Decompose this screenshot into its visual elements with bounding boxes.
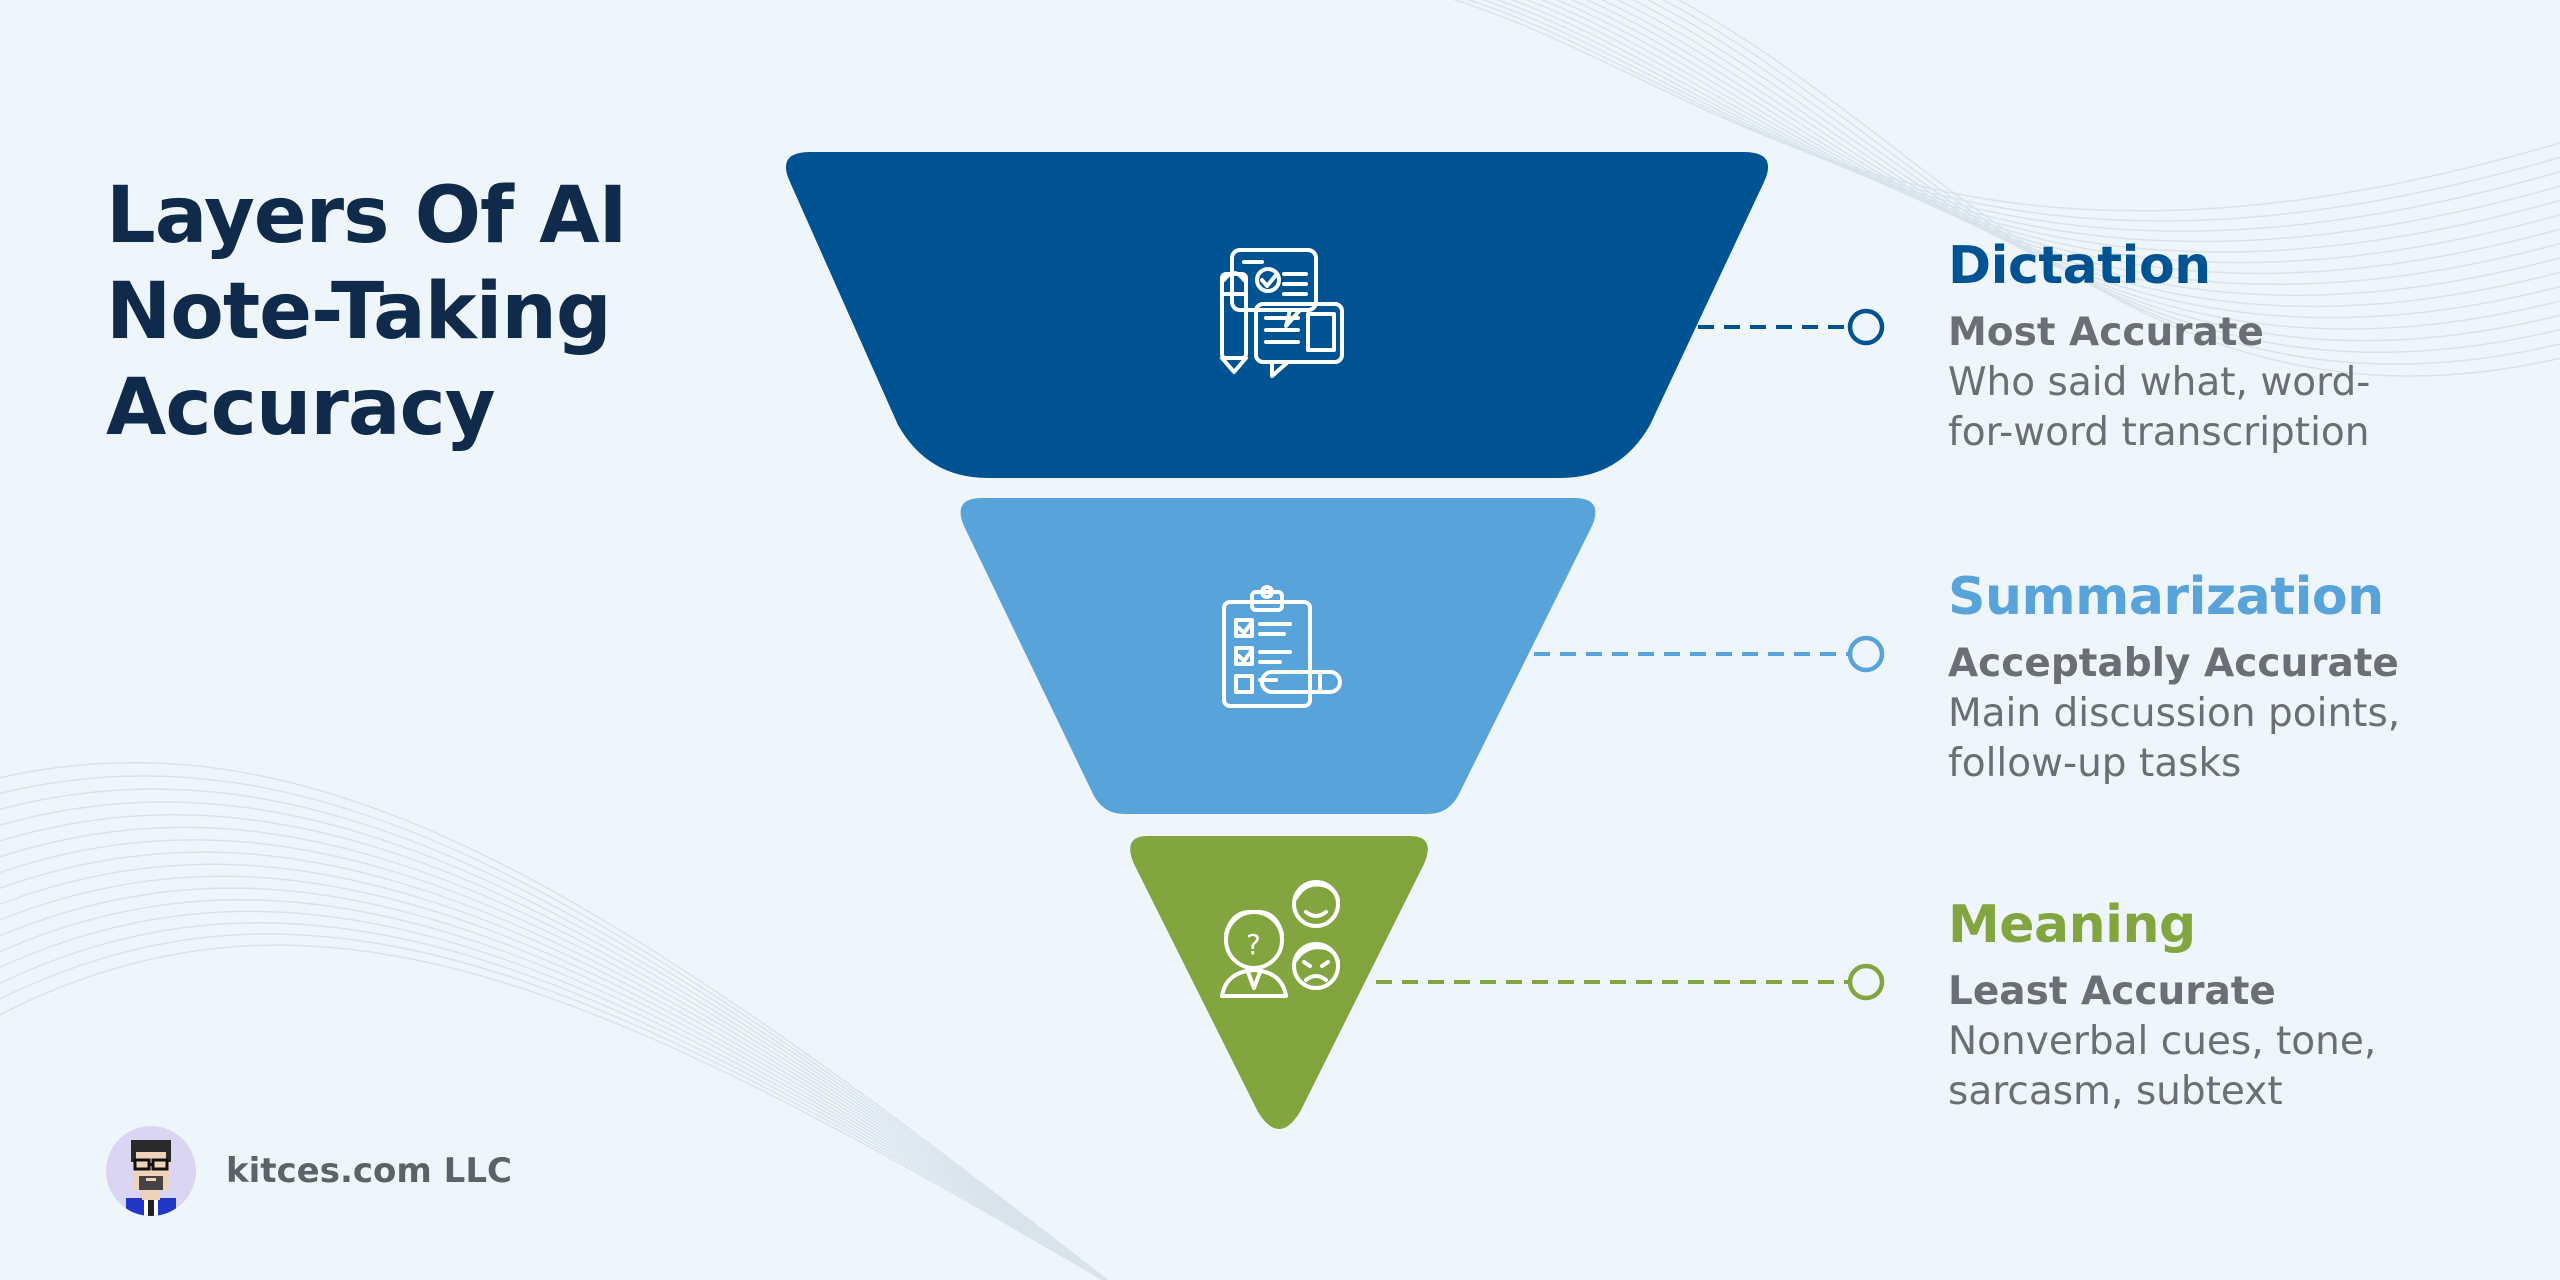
layer-label-summarization: Summarization Acceptably Accurate Main d…	[1948, 565, 2548, 789]
checklist-clipboard-icon	[1222, 585, 1342, 708]
page-title: Layers Of AI Note-Taking Accuracy	[106, 168, 628, 456]
layer-description: Main discussion points, follow-up tasks	[1948, 689, 2548, 789]
wave-line	[0, 839, 1108, 1280]
layer-name: Meaning	[1948, 895, 2196, 955]
layer-label-dictation: Dictation Most Accurate Who said what, w…	[1948, 234, 2548, 458]
layer-name: Summarization	[1948, 567, 2384, 627]
layer-description-line: sarcasm, subtext	[1948, 1069, 2283, 1114]
wave-line	[0, 826, 1108, 1280]
wave-line	[1661, 0, 2560, 365]
layer-label-meaning: Meaning Least Accurate Nonverbal cues, t…	[1948, 893, 2548, 1117]
wave-line	[0, 921, 1106, 1280]
title-line-3: Accuracy	[106, 363, 496, 453]
layer-accuracy-level: Least Accurate	[1948, 969, 2276, 1014]
layer-name: Dictation	[1948, 236, 2211, 296]
wave-line	[0, 761, 1109, 1280]
people-emotions-icon: ?	[1220, 880, 1340, 998]
wave-line	[0, 933, 1105, 1280]
layer-description-line: Nonverbal cues, tone,	[1948, 1019, 2377, 1064]
layer-description-line: Main discussion points,	[1948, 691, 2401, 736]
wave-line	[0, 887, 1107, 1280]
wave-line	[0, 863, 1107, 1280]
wave-line	[1600, 0, 2560, 319]
layer-accuracy-level: Most Accurate	[1948, 310, 2264, 355]
layer-accuracy-level: Acceptably Accurate	[1948, 641, 2399, 686]
funnel-segment-dictation	[785, 152, 1769, 478]
wave-line	[0, 851, 1107, 1280]
wave-line	[0, 944, 1105, 1280]
wave-line	[0, 875, 1107, 1280]
layer-description: Who said what, word- for-word transcript…	[1948, 358, 2548, 458]
wave-line	[0, 788, 1108, 1280]
wave-line	[1615, 0, 2560, 330]
funnel-layer-dictation	[785, 152, 1885, 478]
wave-line	[0, 775, 1109, 1280]
layer-description: Nonverbal cues, tone, sarcasm, subtext	[1948, 1017, 2548, 1117]
title-line-1: Layers Of AI	[106, 171, 628, 261]
wave-line	[1646, 0, 2560, 353]
wave-line	[1677, 0, 2560, 377]
layer-description-line: Who said what, word-	[1948, 360, 2371, 405]
connector-dot-summarization	[1847, 635, 1885, 673]
svg-text:?: ?	[1246, 928, 1261, 961]
connector-dot-dictation	[1847, 308, 1885, 346]
connector-dot-meaning	[1847, 963, 1885, 1001]
wave-line	[0, 813, 1108, 1280]
wave-line	[1631, 0, 2560, 342]
footer: kitces.com LLC	[106, 1126, 512, 1216]
layer-description-line: follow-up tasks	[1948, 741, 2242, 786]
chat-document-pen-icon	[1220, 248, 1344, 378]
funnel-layer-meaning: ?	[1130, 836, 1885, 1129]
wave-line	[0, 801, 1108, 1280]
wave-line	[0, 899, 1106, 1280]
layer-description-line: for-word transcription	[1948, 410, 2370, 455]
funnel-layer-summarization	[960, 498, 1885, 814]
brand-name: kitces.com LLC	[226, 1151, 512, 1191]
title-line-2: Note-Taking	[106, 267, 612, 357]
wave-line	[0, 910, 1106, 1280]
funnel-segment-summarization	[960, 498, 1596, 814]
pixel-avatar-icon	[106, 1126, 196, 1216]
